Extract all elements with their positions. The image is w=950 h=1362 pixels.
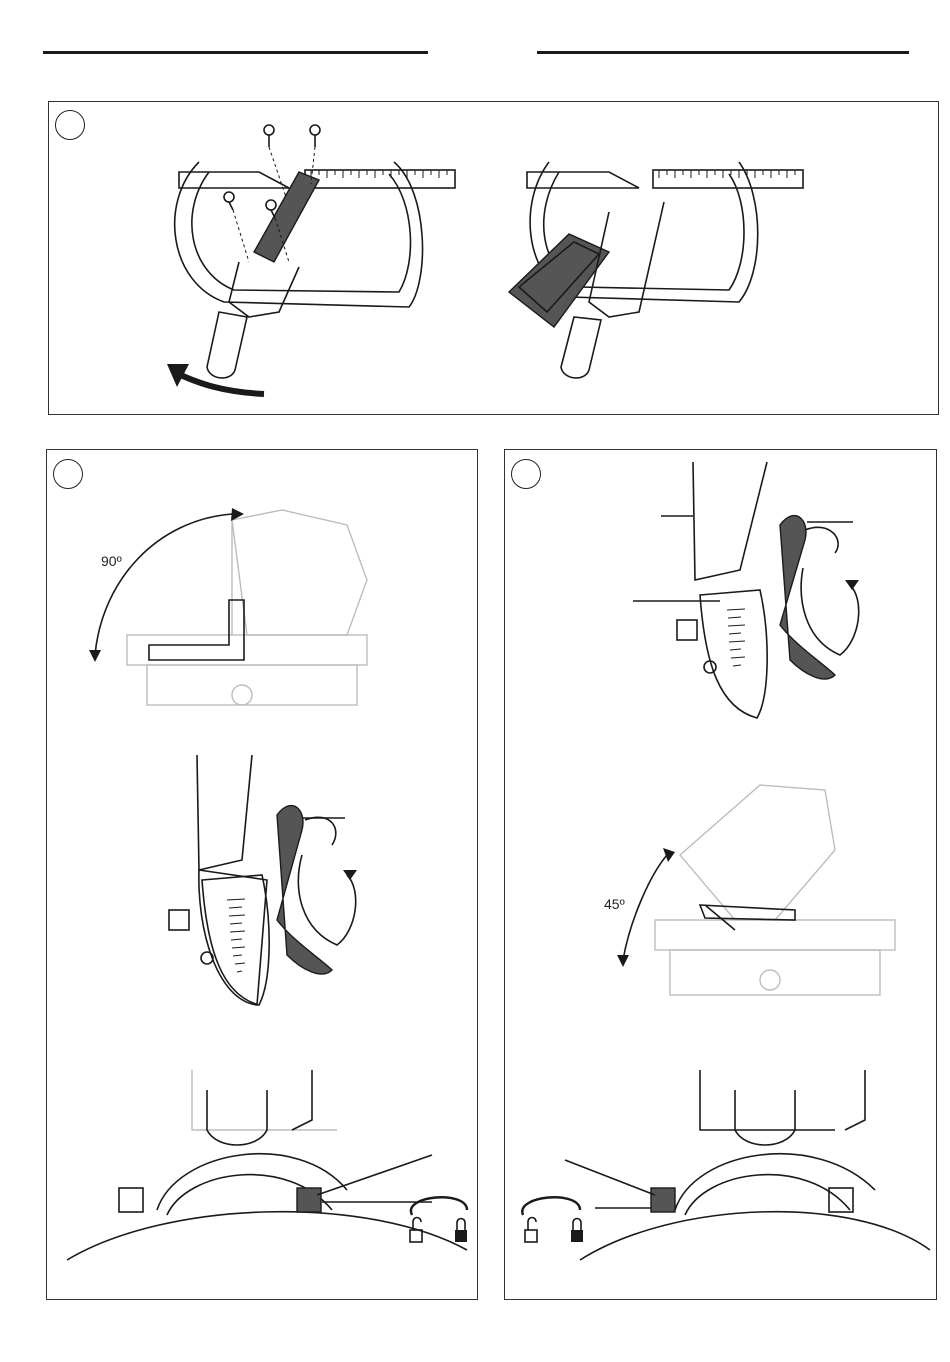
miter-table-illustration-right: [49, 102, 940, 416]
unlock-icon: [525, 1218, 537, 1243]
panel-bottom-right: 45º: [504, 449, 937, 1300]
rotate-arrow-icon: [411, 1197, 467, 1215]
miter-stop-detail-left: [47, 450, 479, 1301]
miter-stop-detail-right: [505, 450, 938, 1301]
header-rule-left: [43, 51, 428, 54]
rotate-arrow-icon: [522, 1197, 580, 1215]
panel-top: [48, 101, 939, 415]
header-rule-right: [537, 51, 909, 54]
lock-icon: [455, 1219, 467, 1243]
panel-bottom-left: 90º: [46, 449, 478, 1300]
unlock-icon: [410, 1218, 422, 1243]
fence-ruler-ticks-right: [659, 170, 795, 178]
lock-icon: [571, 1219, 583, 1243]
